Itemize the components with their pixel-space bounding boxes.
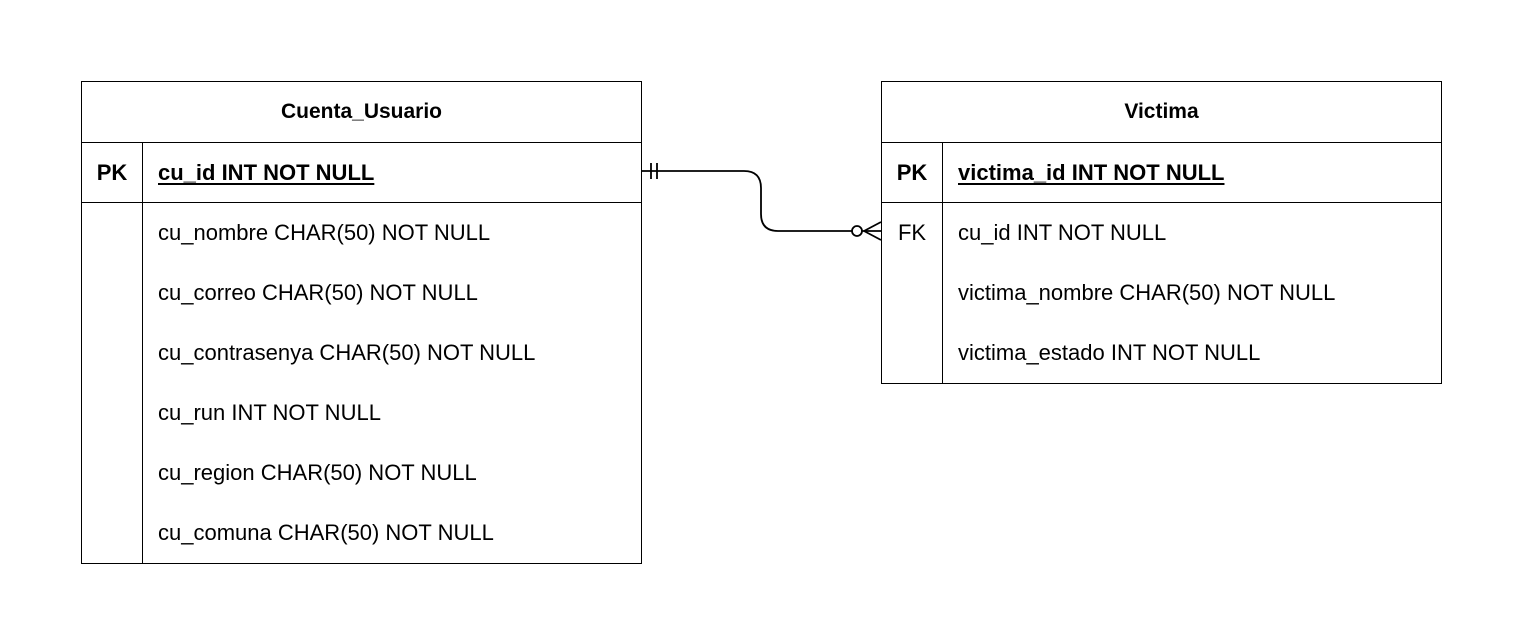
key-cell [82,263,142,323]
attribute-column: victima_id INT NOT NULL [943,143,1441,202]
key-column: PK [882,143,943,202]
attribute-column: cu_id INT NOT NULL [143,143,641,202]
entity-title: Victima [882,82,1441,143]
primary-key-row[interactable]: PK victima_id INT NOT NULL [882,143,1441,203]
pk-attribute: cu_id INT NOT NULL [158,160,375,185]
attribute-row[interactable]: cu_run INT NOT NULL [158,400,381,425]
attributes-section: FK cu_id INT NOT NULL victima_nombre CHA… [882,203,1441,383]
key-column [82,203,143,563]
attributes-section: cu_nombre CHAR(50) NOT NULL cu_correo CH… [82,203,641,563]
attribute-row[interactable]: cu_contrasenya CHAR(50) NOT NULL [158,340,536,365]
entity-title: Cuenta_Usuario [82,82,641,143]
key-cell [82,443,142,503]
relationship-line[interactable] [641,170,852,232]
attribute-row[interactable]: cu_correo CHAR(50) NOT NULL [158,280,478,305]
attribute-row[interactable]: cu_region CHAR(50) NOT NULL [158,460,477,485]
primary-key-row[interactable]: PK cu_id INT NOT NULL [82,143,641,203]
entity-cuenta-usuario[interactable]: Cuenta_Usuario PK cu_id INT NOT NULL cu_… [81,81,642,564]
key-cell [82,383,142,443]
pk-attribute: victima_id INT NOT NULL [958,160,1225,185]
one-and-only-one-icon [650,163,658,179]
entity-victima[interactable]: Victima PK victima_id INT NOT NULL FK cu… [881,81,1442,384]
attribute-column: cu_nombre CHAR(50) NOT NULL cu_correo CH… [143,203,641,563]
key-column: PK [82,143,143,202]
key-cell [82,203,142,263]
key-cell [82,323,142,383]
pk-marker: PK [96,160,128,185]
fk-marker: FK [897,220,927,245]
zero-or-many-icon [851,221,882,241]
key-cell [82,503,142,563]
key-column: FK [882,203,943,383]
key-cell [882,323,942,383]
attribute-column: cu_id INT NOT NULL victima_nombre CHAR(5… [943,203,1441,383]
attribute-row[interactable]: victima_estado INT NOT NULL [958,340,1261,365]
attribute-row[interactable]: cu_id INT NOT NULL [958,220,1167,245]
attribute-row[interactable]: victima_nombre CHAR(50) NOT NULL [958,280,1336,305]
attribute-row[interactable]: cu_nombre CHAR(50) NOT NULL [158,220,491,245]
key-cell [882,263,942,323]
pk-marker: PK [896,160,928,185]
attribute-row[interactable]: cu_comuna CHAR(50) NOT NULL [158,520,494,545]
